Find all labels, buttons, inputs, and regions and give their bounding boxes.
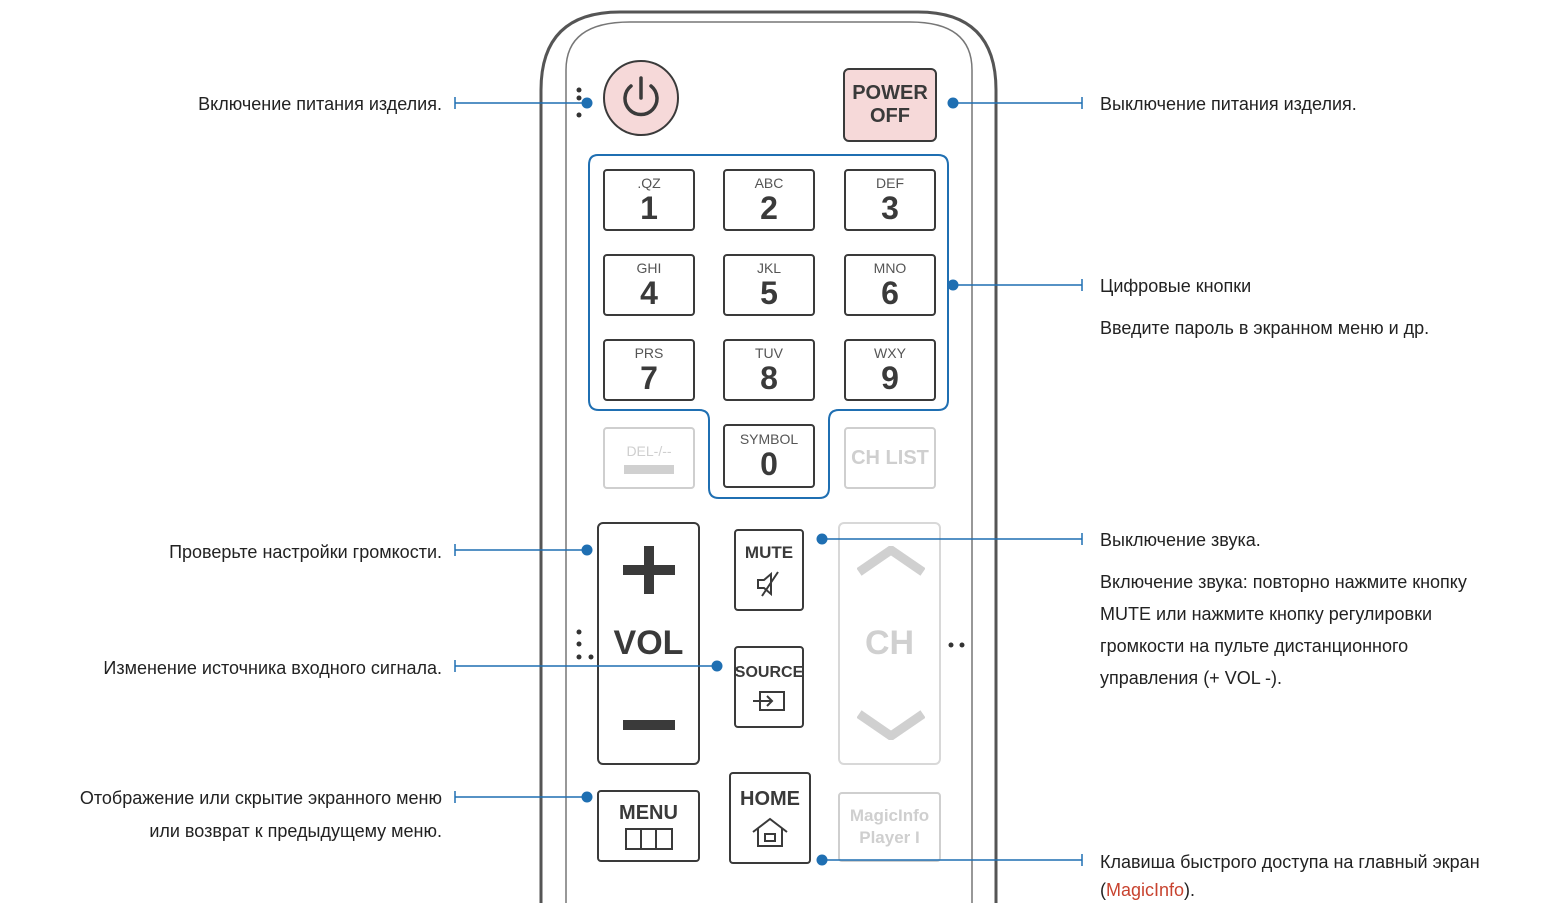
magicinfo-button[interactable]: MagicInfo Player I <box>838 792 941 862</box>
mute-key-ref: MUTE <box>1100 604 1151 624</box>
callout-numbers-title: Цифровые кнопки <box>1100 276 1252 296</box>
power-off-button[interactable]: POWER OFF <box>843 68 937 142</box>
remote-outer-edge <box>539 10 998 903</box>
key-5-digit: 5 <box>760 275 778 311</box>
callout-menu-text-1: Отображение или скрытие экранного меню <box>79 788 442 808</box>
del-label: DEL-/-- <box>626 442 672 459</box>
mute-desc-2-rest: или нажмите кнопку регулировки <box>1151 604 1433 624</box>
key-2[interactable]: ABC 2 <box>723 169 815 231</box>
key-2-letters: ABC <box>754 175 784 191</box>
callout-mute-desc-1: Включение звука: повторно нажмите кнопку <box>1100 572 1467 592</box>
callout-power-on-text: Включение питания изделия. <box>198 94 442 114</box>
home-button[interactable]: HOME <box>729 772 811 864</box>
ch-label: CH <box>864 624 915 662</box>
callout-home-text-1: Клавиша быстрого доступа на главный экра… <box>1100 852 1480 872</box>
power-off-label-1: POWER <box>852 82 928 104</box>
key-3[interactable]: DEF 3 <box>844 169 936 231</box>
power-off-label-2: OFF <box>870 105 910 127</box>
menu-grid-icon <box>624 828 673 850</box>
callout-numbers-desc: Введите пароль в экранном меню и др. <box>1100 318 1430 338</box>
mute-desc-4-post: . <box>1277 668 1283 688</box>
mute-label: MUTE <box>744 543 794 562</box>
key-1[interactable]: .QZ 1 <box>603 169 695 231</box>
callout-mute-desc-3: громкости на пульте дистанционного <box>1100 636 1409 656</box>
vol-key-ref: (+ VOL -) <box>1203 668 1278 688</box>
magicinfo-label-1: MagicInfo <box>849 806 930 825</box>
source-label: SOURCE <box>734 664 804 681</box>
number-group-outline <box>588 154 949 499</box>
channel-rocker[interactable]: CH <box>838 522 941 765</box>
key-9-digit: 9 <box>881 360 899 396</box>
del-button[interactable]: DEL-/-- <box>603 427 695 489</box>
magicinfo-label-2: Player I <box>859 828 920 847</box>
tactile-dots <box>576 87 965 660</box>
plus-icon <box>623 546 675 594</box>
key-7-digit: 7 <box>640 360 658 396</box>
mute-button[interactable]: MUTE <box>734 529 804 611</box>
home-label: HOME <box>740 788 800 810</box>
mute-desc-4-pre: управления <box>1100 668 1204 688</box>
volume-rocker[interactable]: VOL <box>597 522 700 765</box>
key-0-letters: SYMBOL <box>739 431 799 447</box>
callout-mute-title: Выключение звука. <box>1100 530 1261 550</box>
key-6-letters: MNO <box>873 260 907 276</box>
key-6-digit: 6 <box>881 275 899 311</box>
callout-mute-desc-4: управления (+ VOL -). <box>1100 666 1282 690</box>
key-5[interactable]: JKL 5 <box>723 254 815 316</box>
source-input-icon <box>753 691 785 711</box>
key-2-digit: 2 <box>760 190 778 226</box>
source-button[interactable]: SOURCE <box>734 646 804 728</box>
del-bar-icon <box>624 464 674 474</box>
home-text-2-pre: ( <box>1100 880 1106 900</box>
ch-list-label: CH LIST <box>851 447 929 469</box>
callout-power-off-text: Выключение питания изделия. <box>1100 94 1357 114</box>
key-3-letters: DEF <box>876 175 904 191</box>
key-5-letters: JKL <box>756 260 782 276</box>
key-7-letters: PRS <box>634 345 664 361</box>
key-7[interactable]: PRS 7 <box>603 339 695 401</box>
key-4-digit: 4 <box>640 275 658 311</box>
key-4-letters: GHI <box>636 260 662 276</box>
menu-button[interactable]: MENU <box>597 790 700 862</box>
ch-list-button[interactable]: CH LIST <box>844 427 936 489</box>
key-8-letters: TUV <box>755 345 783 361</box>
key-4[interactable]: GHI 4 <box>603 254 695 316</box>
vol-label: VOL <box>613 624 684 662</box>
key-0-digit: 0 <box>760 446 778 482</box>
magicinfo-link[interactable]: MagicInfo <box>1106 880 1185 900</box>
callout-home-text-2: (MagicInfo). <box>1100 878 1195 902</box>
home-text-2-post: ). <box>1184 880 1196 900</box>
menu-label: MENU <box>619 802 678 824</box>
key-1-letters: .QZ <box>637 175 661 191</box>
key-1-digit: 1 <box>640 190 658 226</box>
key-9-letters: WXY <box>874 345 906 361</box>
chevron-down-icon <box>857 710 925 740</box>
remote-inner-edge <box>565 21 973 903</box>
mute-icon <box>757 571 779 597</box>
key-8-digit: 8 <box>760 360 778 396</box>
key-6[interactable]: MNO 6 <box>844 254 936 316</box>
key-9[interactable]: WXY 9 <box>844 339 936 401</box>
callout-source-text: Изменение источника входного сигнала. <box>103 658 442 678</box>
key-0[interactable]: SYMBOL 0 <box>723 424 815 488</box>
callout-volume-text: Проверьте настройки громкости. <box>169 542 442 562</box>
key-8[interactable]: TUV 8 <box>723 339 815 401</box>
power-on-button[interactable] <box>603 60 679 136</box>
minus-icon <box>623 720 675 730</box>
callout-menu-text-2: или возврат к предыдущему меню. <box>149 821 442 841</box>
callout-mute-desc-2: MUTE или нажмите кнопку регулировки <box>1100 602 1432 626</box>
key-3-digit: 3 <box>881 190 899 226</box>
home-icon <box>752 817 788 847</box>
power-icon <box>623 76 659 117</box>
chevron-up-icon <box>857 546 925 576</box>
